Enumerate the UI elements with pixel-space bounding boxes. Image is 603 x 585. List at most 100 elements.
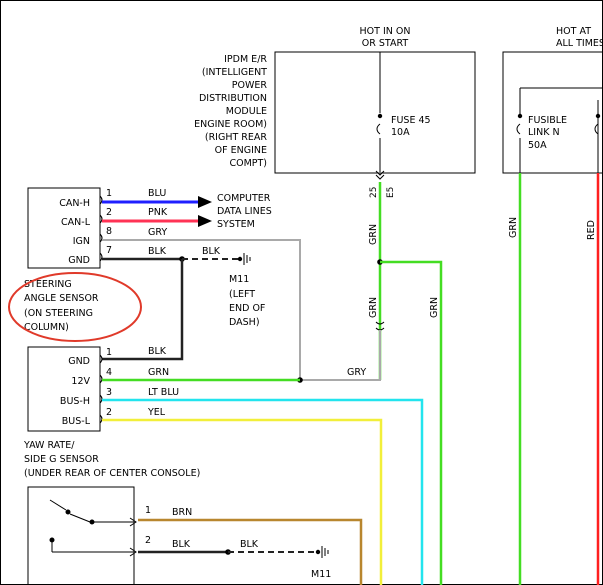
wire-label-gry-bottom: GRY	[347, 367, 366, 378]
fuse-45-icon	[376, 123, 381, 135]
steering-pin-number: 2	[106, 207, 112, 218]
switch-connector-arcs	[129, 517, 137, 557]
steering-label-line: STEERING	[24, 279, 72, 290]
steering-label-line: ANGLE SENSOR	[24, 293, 99, 304]
ground-dot	[237, 256, 243, 262]
fuse-45-rating: 10A	[391, 127, 410, 138]
computer-lines-1: COMPUTER	[217, 193, 271, 204]
ipdm-line: OF ENGINE	[215, 145, 267, 156]
fusible-link-box	[502, 51, 603, 174]
wire-label-grn-mid: GRN	[368, 297, 379, 318]
wire-label-gry: GRY	[148, 227, 167, 238]
switch-ground-name: M11	[311, 569, 331, 580]
steering-label-line: (ON STEERING	[24, 308, 93, 319]
wire-label-pnk: PNK	[148, 207, 168, 218]
arrow-icon	[198, 215, 212, 227]
ipdm-line: DISTRIBUTION	[199, 93, 267, 104]
steering-sensor-box	[27, 187, 101, 269]
connector-e5-icon	[375, 170, 385, 180]
wire-ltblu	[102, 398, 424, 585]
fuse-45-dot	[377, 113, 383, 119]
wire-label-red-far: RED	[586, 220, 597, 240]
ipdm-line: (RIGHT REAR	[205, 132, 268, 143]
hot-in-on-label-2: OR START	[362, 38, 409, 49]
ground-m11-name: M11	[229, 274, 249, 285]
steering-pin-name: IGN	[73, 236, 90, 247]
ipdm-pin-number: 25	[369, 187, 379, 198]
hot-at-all-label-2: ALL TIMES	[556, 38, 603, 49]
yaw-label-line: (UNDER REAR OF CENTER CONSOLE)	[24, 468, 200, 479]
yaw-pin-number: 2	[106, 407, 112, 418]
yaw-pin-number: 4	[106, 367, 112, 378]
yaw-wire-label-ltblu: LT BLU	[148, 387, 179, 398]
computer-lines-3: SYSTEM	[217, 219, 255, 230]
ipdm-line: IPDM E/R	[224, 54, 267, 65]
wire-blk-to-yaw	[102, 259, 184, 361]
fusible-link-rating: 50A	[528, 140, 547, 151]
wire-label-grn-branch: GRN	[429, 297, 440, 318]
steering-connector-arcs	[99, 195, 103, 262]
steering-label-line: COLUMN)	[24, 322, 69, 333]
wire-gry	[102, 239, 301, 380]
ground-wire-label: BLK	[202, 246, 221, 257]
steering-pin-number: 7	[106, 245, 112, 256]
switch-wire-label-blk: BLK	[172, 539, 191, 550]
switch-icon	[49, 499, 134, 553]
yaw-wire-label-grn: GRN	[148, 367, 169, 378]
ipdm-box	[274, 51, 476, 174]
fusible-link-icon	[516, 123, 521, 135]
ipdm-line: (INTELLIGENT	[202, 67, 267, 78]
ipdm-connector-id: E5	[386, 187, 396, 198]
yaw-pin-name: BUS-L	[62, 416, 91, 427]
ipdm-line: COMPT)	[229, 158, 267, 169]
steering-pin-number: 1	[106, 188, 112, 199]
yaw-pin-number: 1	[106, 347, 112, 358]
ipdm-line: ENGINE ROOM)	[194, 119, 267, 130]
ground-icon	[243, 253, 251, 265]
ipdm-line: POWER	[232, 80, 268, 91]
ground-dot	[315, 549, 321, 555]
switch-ground-wire-label: BLK	[240, 539, 259, 550]
switch-pin-number: 1	[145, 505, 151, 516]
yaw-label-line: SIDE G SENSOR	[24, 454, 99, 465]
wire-brn	[138, 518, 363, 585]
ground-m11-desc: END OF	[229, 303, 265, 314]
switch-box	[27, 486, 135, 585]
right-fuse-dot	[595, 113, 601, 119]
yaw-label-line: YAW RATE/	[23, 440, 75, 451]
yaw-wire-label-blk: BLK	[148, 346, 167, 357]
hot-in-on-label-1: HOT IN ON	[360, 26, 411, 37]
wire-gry-bottom	[300, 330, 381, 381]
steering-pin-name: CAN-H	[59, 198, 90, 209]
switch-wire-label-brn: BRN	[172, 507, 192, 518]
switch-pin-number: 2	[145, 535, 151, 546]
fusible-link-line-1: FUSIBLE	[528, 115, 567, 126]
arrow-icon	[198, 196, 212, 208]
hot-at-all-label-1: HOT AT	[556, 26, 591, 37]
ipdm-label: IPDM E/R (INTELLIGENT POWER DISTRIBUTION…	[194, 54, 267, 169]
steering-pin-name: GND	[68, 255, 90, 266]
ground-m11-desc: (LEFT	[229, 289, 255, 300]
yaw-sensor-box	[27, 346, 101, 432]
yaw-pin-number: 3	[106, 387, 112, 398]
highlight-circle	[8, 272, 142, 342]
wire-label-blk: BLK	[148, 246, 167, 257]
wire-label-grn-top: GRN	[368, 224, 379, 245]
yaw-wire-label-yel: YEL	[147, 407, 166, 418]
wire-grn-branch	[380, 260, 443, 585]
fusible-link-dot	[517, 113, 523, 119]
steering-pin-name: CAN-L	[61, 217, 91, 228]
steering-pin-number: 8	[106, 226, 112, 237]
fusible-link-line-2: LINK N	[528, 127, 560, 138]
ipdm-line: MODULE	[226, 106, 267, 117]
wire-yel	[102, 418, 383, 585]
wire-label-grn-far: GRN	[508, 217, 519, 238]
right-fuse-icon	[594, 123, 599, 135]
ground-m11-desc: DASH)	[229, 317, 260, 328]
yaw-pin-name: GND	[68, 356, 90, 367]
fuse-45-name: FUSE 45	[391, 115, 431, 126]
ground-icon	[321, 546, 329, 558]
yaw-pin-name: 12V	[71, 376, 90, 387]
wire-label-blu: BLU	[148, 188, 166, 199]
